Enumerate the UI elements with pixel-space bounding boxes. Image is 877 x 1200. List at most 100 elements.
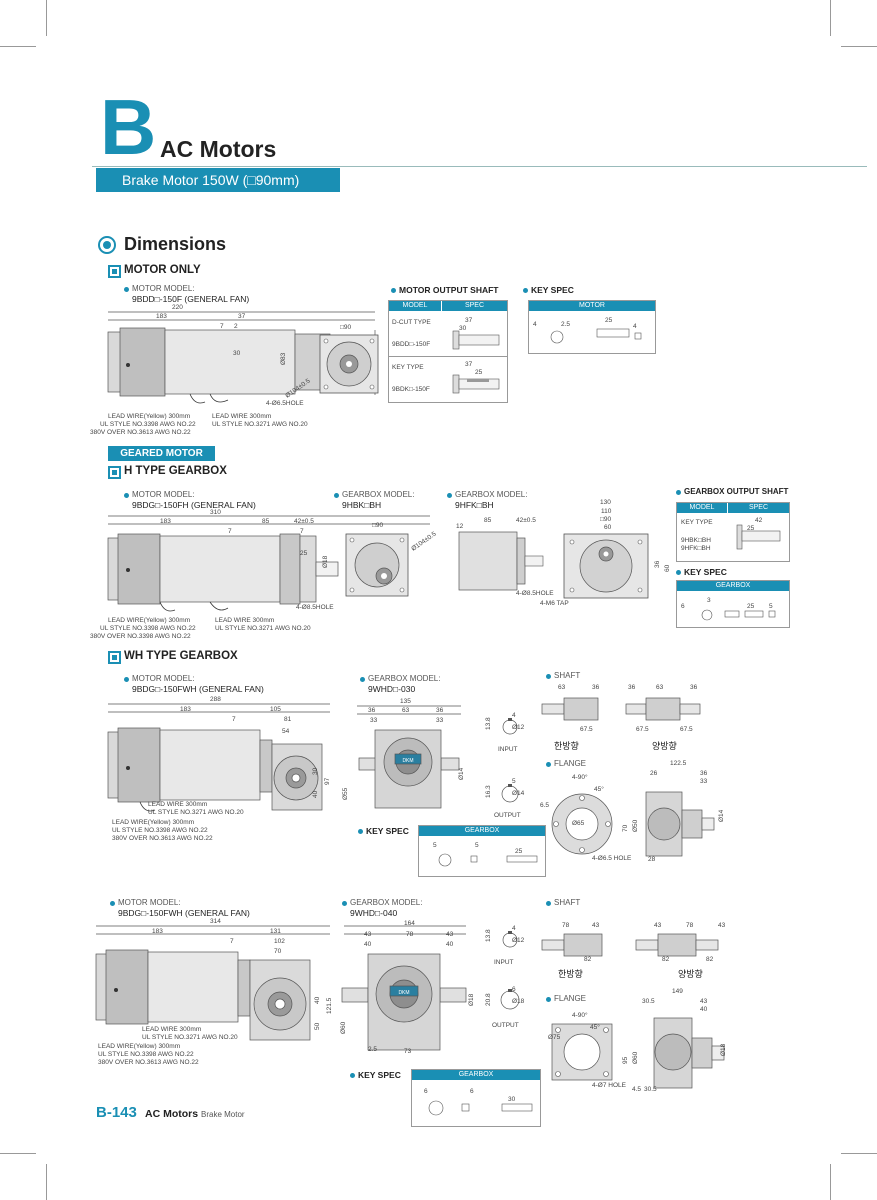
dim-body: 183	[160, 518, 171, 525]
shaft-double-label: 양방향	[678, 969, 703, 979]
flange-dim: Ø65	[572, 820, 585, 827]
crop-mark	[830, 0, 831, 36]
motor-model-label: MOTOR MODEL:	[132, 284, 195, 293]
wh2-flange-title: FLANGE	[554, 994, 587, 1003]
bullet-icon	[523, 288, 528, 293]
dim-a: 7	[232, 716, 236, 723]
flange-dim: 26	[650, 770, 658, 777]
input-dim: 13.8	[485, 929, 492, 942]
dim-w60: 60	[604, 524, 612, 531]
shaft-dim: 36	[690, 684, 698, 691]
dim-g81: 81	[284, 716, 292, 723]
dim-h36: 36	[654, 560, 661, 568]
dim-w43a: 43	[364, 931, 372, 938]
key-dim: 5	[433, 842, 437, 849]
dim-a: 7	[228, 528, 232, 535]
lead-wire-2: UL STYLE NO.3271 AWG NO.20	[215, 625, 311, 632]
brand-logo: DKM	[402, 758, 413, 764]
square-bullet-icon	[108, 466, 121, 479]
key-dim: 6	[470, 1088, 474, 1095]
dim-h50: 50	[314, 1022, 321, 1030]
shaft-dim: 82	[662, 956, 670, 963]
bullet-icon	[676, 490, 681, 495]
square-bullet-icon	[108, 651, 121, 664]
key-spec-head: GEARBOX	[419, 826, 545, 836]
flange-holes: 4-Ø7 HOLE	[592, 1082, 626, 1089]
flange-dim: 4.5	[632, 1086, 642, 1093]
h-gearbox-model-2: 9HFK□BH	[455, 500, 494, 510]
wh1-input-shaft	[502, 718, 518, 735]
h-gearbox-label-2: GEARBOX MODEL:	[455, 490, 528, 499]
row-type: KEY TYPE	[392, 364, 424, 371]
gearbox-9hfk-side	[458, 531, 544, 591]
table-header-spec: SPEC	[442, 301, 507, 311]
crop-mark	[0, 1153, 36, 1154]
flange-dim: 36	[700, 770, 708, 777]
dim-w135: 135	[400, 698, 411, 705]
key-spec-title: KEY SPEC	[684, 567, 727, 577]
lead-yellow-3: 380V OVER NO.3398 AWG NO.22	[90, 633, 191, 640]
dim-w164: 164	[404, 920, 415, 927]
bullet-icon	[334, 493, 339, 498]
key-spec-gearbox-box: GEARBOX 6 3 25 5	[676, 580, 790, 628]
square-bullet-icon	[108, 265, 121, 278]
bullet-icon	[124, 287, 129, 292]
key-dim: 3	[707, 597, 711, 604]
shaft-dim: 43	[654, 922, 662, 929]
brand-logo: DKM	[398, 990, 409, 996]
table-header-model: MODEL	[389, 301, 441, 311]
lead-wire-2: UL STYLE NO.3271 AWG NO.20	[212, 421, 308, 428]
wh1-motor-label: MOTOR MODEL:	[132, 674, 195, 683]
row-model: 9HBK□BH	[681, 537, 711, 544]
table-header-spec: SPEC	[728, 503, 789, 513]
dim-total: 288	[210, 696, 221, 703]
crop-mark	[0, 46, 36, 47]
dim-b: 2	[234, 323, 238, 330]
bullet-icon	[546, 997, 551, 1002]
shaft-dim: 37	[465, 361, 473, 368]
dim-d55: Ø55	[342, 787, 349, 800]
shaft-dim: 67.5	[680, 726, 693, 733]
output-dim: 20.8	[485, 993, 492, 1006]
h-gearbox-model: 9HBK□BH	[342, 500, 382, 510]
shaft-dim: 63	[656, 684, 664, 691]
dim-total: 314	[210, 918, 221, 925]
output-dim: 6	[512, 986, 516, 993]
dim-g70: 70	[274, 948, 282, 955]
lead-yellow-1: LEAD WIRE(Yellow) 300mm	[98, 1043, 181, 1050]
flange-dim: 45°	[590, 1024, 600, 1031]
wh1-gearbox-model: 9WHD□-030	[368, 684, 416, 694]
flange-dim: Ø50	[632, 819, 639, 832]
dim-h97: 97	[324, 777, 331, 785]
footer-title-text: AC Motors	[145, 1108, 199, 1120]
bullet-icon	[342, 901, 347, 906]
wh2-motor-model: 9BDG□-150FWH (GENERAL FAN)	[118, 908, 250, 918]
footer-title: AC Motors Brake Motor	[145, 1108, 245, 1120]
wh1-output-shaft	[501, 784, 519, 803]
flange-dim: 30.5	[644, 1086, 657, 1093]
dim-shaft: 42±0.5	[516, 517, 536, 524]
shaft-dim: 43	[718, 922, 726, 929]
wh1-flange-title: FLANGE	[554, 759, 587, 768]
key-dim: 4	[533, 321, 537, 328]
lead-wire-2: UL STYLE NO.3271 AWG NO.20	[142, 1034, 238, 1041]
dim-holes: 4-Ø8.5HOLE	[296, 604, 334, 611]
dim-gear: 85	[262, 518, 270, 525]
section-title: Dimensions	[124, 234, 227, 254]
bullet-icon	[676, 570, 681, 575]
h-motor-label: MOTOR MODEL:	[132, 490, 195, 499]
key-dim: 25	[605, 317, 613, 324]
wh1-flange-front	[551, 793, 613, 855]
output-label: OUTPUT	[494, 812, 521, 819]
input-dim: 4	[512, 712, 516, 719]
lead-wire-1: LEAD WIRE 300mm	[215, 617, 275, 624]
dim-w78: 78	[406, 931, 414, 938]
lead-wire-2: UL STYLE NO.3271 AWG NO.20	[148, 809, 244, 816]
output-shaft-drawing	[736, 524, 781, 550]
input-dim: 13.8	[485, 717, 492, 730]
crop-mark	[841, 46, 877, 47]
dim-w25: 2.5	[368, 1046, 378, 1053]
wh1-gearbox-label: GEARBOX MODEL:	[368, 674, 441, 683]
key-dim: 6	[681, 603, 685, 610]
flange-dim: 28	[648, 856, 656, 863]
